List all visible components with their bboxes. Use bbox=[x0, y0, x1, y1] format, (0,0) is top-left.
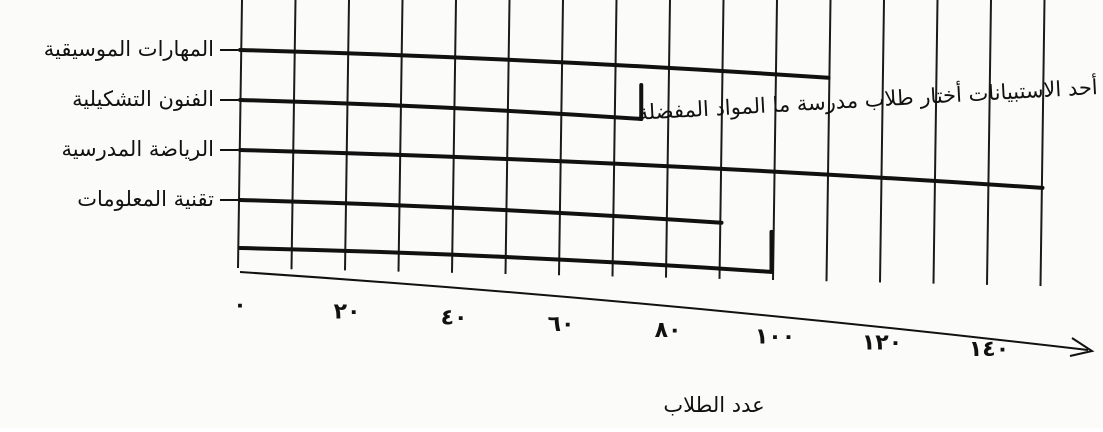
grid-line-0 bbox=[237, 0, 243, 269]
grid-line-10 bbox=[290, 0, 297, 270]
grid-line-70 bbox=[611, 0, 618, 277]
baseline-curve bbox=[238, 246, 774, 274]
x-axis-line bbox=[239, 271, 1089, 351]
grid-line-100 bbox=[772, 0, 778, 281]
x-tick-label-120: ١٢٠ bbox=[862, 331, 902, 356]
bar-0 bbox=[238, 48, 831, 80]
bar-3 bbox=[238, 198, 724, 225]
x-tick-label-80: ٨٠ bbox=[655, 318, 682, 343]
x-tick-labels: ٠ ٢٠ ٤٠ ٦٠ ٨٠ ١٠٠ ١٢٠ ١٤٠ bbox=[233, 293, 1009, 362]
x-tick-label-100: ١٠٠ bbox=[755, 324, 795, 349]
bar-2 bbox=[238, 148, 1045, 190]
category-label-1: الفنون التشكيلية bbox=[72, 87, 214, 111]
grid-line-60 bbox=[558, 0, 564, 276]
grid-line-20 bbox=[344, 0, 350, 271]
x-axis-arrow bbox=[1069, 337, 1095, 357]
grid-line-50 bbox=[504, 0, 511, 275]
grid-line-130 bbox=[932, 0, 939, 284]
grid-line-120 bbox=[879, 0, 885, 283]
grid-line-110 bbox=[825, 0, 832, 282]
x-tick-label-40: ٤٠ bbox=[441, 306, 468, 331]
chart-title: أحد الاستبيانات أختار طلاب مدرسة ما المو… bbox=[637, 73, 1099, 125]
grid-line-30 bbox=[397, 0, 404, 272]
grid-line-40 bbox=[451, 0, 457, 273]
category-labels: المهارات الموسيقية الفنون التشكيلية الرياض… bbox=[44, 37, 238, 211]
x-tick-label-0: ٠ bbox=[233, 293, 246, 318]
x-tick-label-60: ٦٠ bbox=[548, 312, 575, 337]
bars bbox=[238, 48, 1045, 274]
category-label-3: تقنية المعلومات bbox=[77, 187, 214, 211]
grid-line-90 bbox=[718, 0, 725, 279]
grid-line-80 bbox=[665, 0, 671, 278]
bar-1 bbox=[238, 98, 644, 121]
x-tick-label-140: ١٤٠ bbox=[969, 337, 1009, 362]
grid-line-150 bbox=[1039, 0, 1046, 287]
category-label-2: الرياضة المدرسية bbox=[61, 137, 214, 161]
category-label-0: المهارات الموسيقية bbox=[44, 37, 214, 61]
grid-line-140 bbox=[986, 0, 992, 285]
x-axis bbox=[239, 271, 1095, 357]
x-axis-title: عدد الطلاب bbox=[663, 393, 764, 417]
grid-lines bbox=[237, 0, 1046, 287]
x-tick-label-20: ٢٠ bbox=[334, 299, 361, 324]
